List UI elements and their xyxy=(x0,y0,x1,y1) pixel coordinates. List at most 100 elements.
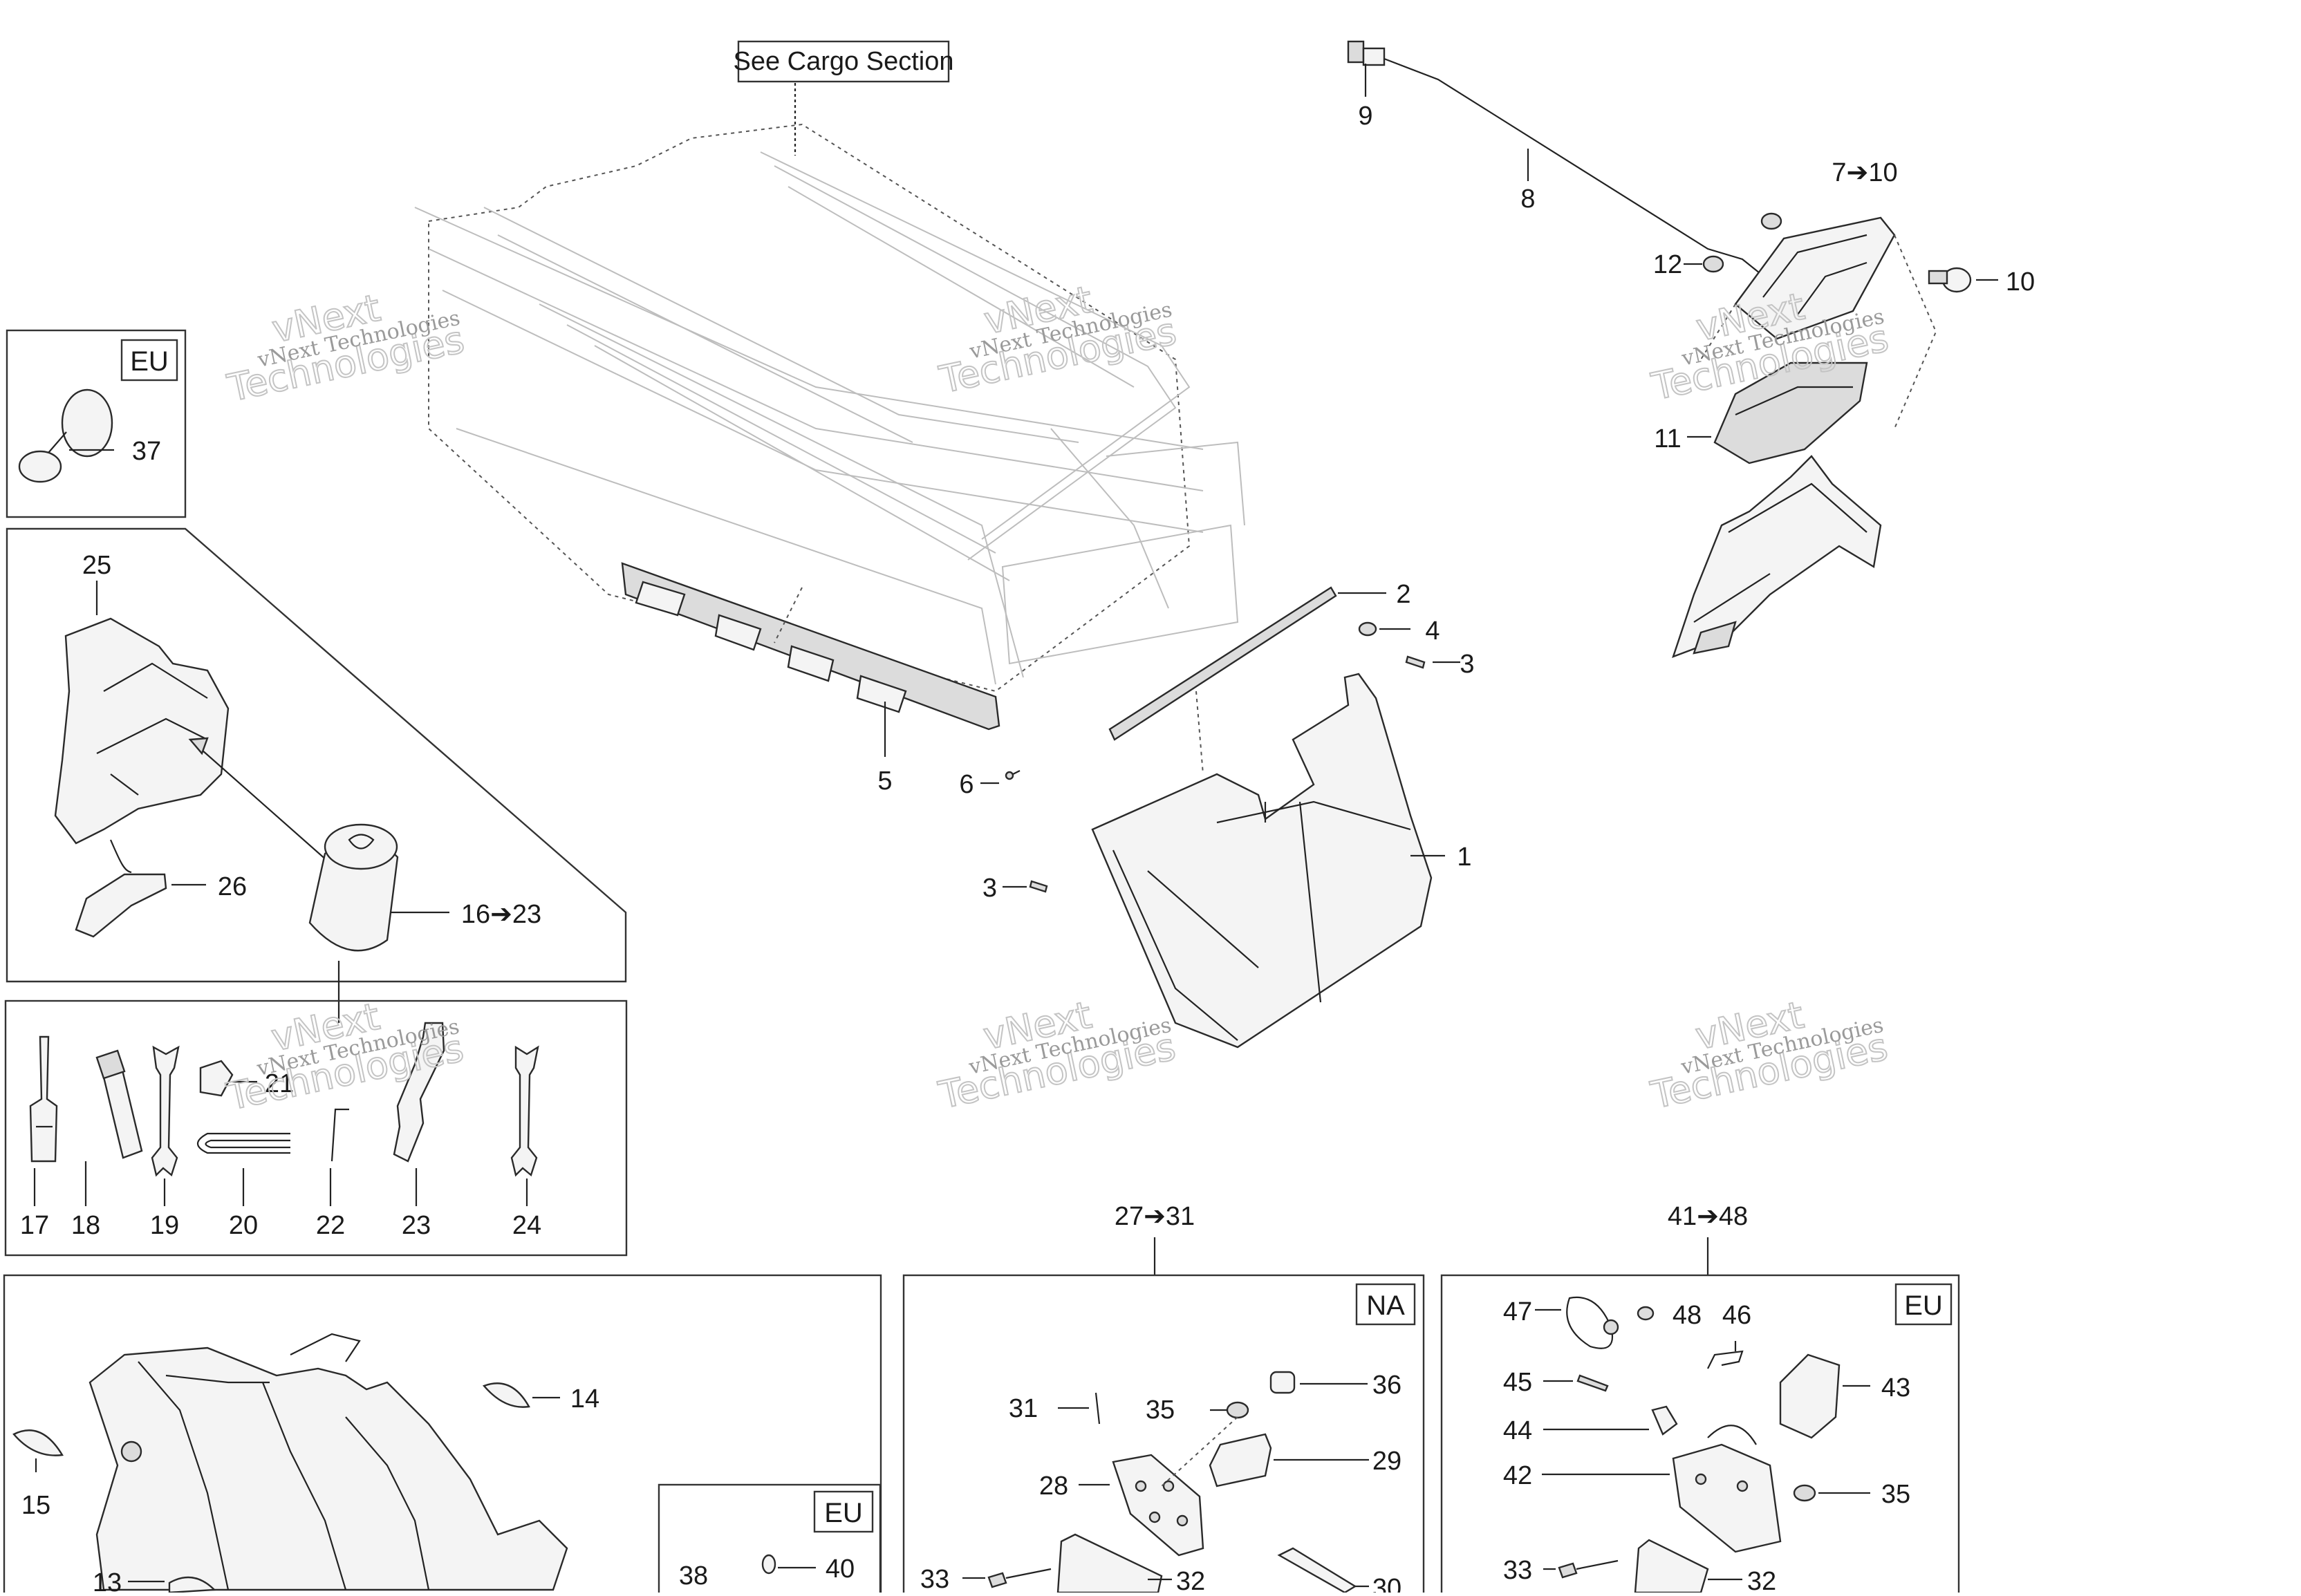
callout-12: 12 xyxy=(1653,250,1682,279)
watermark-3: vNext Technologies vNext Technologies xyxy=(1647,284,1892,410)
part-35-nut-eu xyxy=(1793,1484,1870,1502)
part-12-grommet-top xyxy=(1760,212,1782,230)
callout-36: 36 xyxy=(1372,1371,1401,1400)
eu-mirror-box: EU xyxy=(6,329,187,518)
callout-27-31: 27➔31 xyxy=(1115,1202,1195,1231)
part-32-plate-eu xyxy=(1634,1539,1742,1594)
callout-40: 40 xyxy=(826,1555,855,1584)
part-17-screwdriver xyxy=(29,1035,58,1206)
callout-3-top: 3 xyxy=(1460,650,1474,679)
part-31-pin xyxy=(1058,1392,1101,1425)
callout-30: 30 xyxy=(1372,1574,1401,1593)
part-21-clip xyxy=(199,1060,257,1097)
callout-46: 46 xyxy=(1722,1301,1751,1330)
callout-3-left: 3 xyxy=(982,874,997,903)
part-36-spacer xyxy=(1269,1371,1368,1394)
part-42-bracket xyxy=(1542,1425,1782,1553)
callout-14: 14 xyxy=(570,1384,599,1414)
part-12-grommet xyxy=(1684,255,1724,273)
part-15-reflector xyxy=(12,1429,64,1472)
part-14-reflector xyxy=(482,1382,560,1408)
part-18-spark-plug-socket xyxy=(84,1049,143,1206)
part-23-tool-hook xyxy=(393,1022,445,1206)
part-33-bolt-na xyxy=(962,1568,1052,1588)
callout-8: 8 xyxy=(1520,185,1535,214)
cargo-note-text: See Cargo Section xyxy=(734,47,954,76)
part-1-snow-flap xyxy=(1091,673,1445,1049)
callout-42: 42 xyxy=(1503,1461,1532,1490)
part-29-tab xyxy=(1209,1433,1369,1487)
part-10-bulb xyxy=(1928,267,1998,293)
callout-18: 18 xyxy=(71,1211,100,1240)
part-45-pin xyxy=(1543,1374,1609,1392)
part-24-wrench xyxy=(510,1045,539,1206)
callout-38: 38 xyxy=(679,1561,708,1590)
eu-tag-1: EU xyxy=(130,346,169,377)
part-2-strip xyxy=(1108,586,1386,775)
part-4-washer xyxy=(1358,621,1410,637)
part-20-wire xyxy=(196,1132,290,1206)
callout-28: 28 xyxy=(1039,1472,1068,1501)
callout-26: 26 xyxy=(218,872,247,901)
callout-7-10: 7➔10 xyxy=(1832,158,1897,187)
part-3-screw-top xyxy=(1405,655,1460,669)
callout-29: 29 xyxy=(1372,1447,1401,1476)
callout-19: 19 xyxy=(150,1211,179,1240)
part-46-clip xyxy=(1707,1341,1744,1369)
callout-35-eu: 35 xyxy=(1881,1480,1910,1509)
callout-48: 48 xyxy=(1673,1301,1702,1330)
part-13-reflector xyxy=(128,1576,216,1594)
part-48-screw xyxy=(1637,1306,1655,1321)
part-7-tail-light xyxy=(1700,216,1937,429)
callout-6: 6 xyxy=(959,770,974,799)
callout-43: 43 xyxy=(1881,1373,1910,1402)
callout-11: 11 xyxy=(1654,424,1681,453)
part-8-wire-harness xyxy=(1384,57,1760,274)
callout-37: 37 xyxy=(132,437,161,466)
callout-31: 31 xyxy=(1009,1394,1038,1423)
see-cargo-section-label: See Cargo Section xyxy=(734,40,954,83)
na-license-bracket-box: NA xyxy=(902,1237,1425,1596)
callout-47: 47 xyxy=(1503,1297,1532,1326)
callout-5: 5 xyxy=(877,767,892,796)
callout-24: 24 xyxy=(512,1211,541,1240)
part-35-nut-na xyxy=(1210,1401,1249,1419)
na-tag: NA xyxy=(1366,1290,1405,1321)
callout-35-na: 35 xyxy=(1146,1396,1175,1425)
watermark-4: vNext Technologies vNext Technologies xyxy=(222,994,467,1120)
callout-16-23: 16➔23 xyxy=(461,900,541,929)
eu-inset-box: EU xyxy=(658,1483,882,1596)
watermark-5: vNext Technologies vNext Technologies xyxy=(934,993,1180,1118)
part-9-connector xyxy=(1347,40,1386,97)
snowmobile-box xyxy=(3,1274,882,1596)
callout-45: 45 xyxy=(1503,1368,1532,1397)
part-11-light-housing xyxy=(1687,362,1868,464)
part-30-rod xyxy=(1277,1547,1369,1594)
eu-license-bracket-box: EU xyxy=(1440,1237,1960,1596)
watermark-1: vNext Technologies vNext Technologies xyxy=(223,285,468,411)
part-44-latch xyxy=(1543,1405,1678,1436)
callout-22: 22 xyxy=(316,1211,345,1240)
callout-17: 17 xyxy=(20,1211,49,1240)
callout-33-na: 33 xyxy=(920,1565,949,1593)
part-43-bracket xyxy=(1779,1353,1870,1439)
callout-41-48: 41➔48 xyxy=(1668,1202,1748,1231)
part-28-bracket xyxy=(1079,1416,1238,1557)
callout-1: 1 xyxy=(1457,843,1471,872)
callout-23: 23 xyxy=(402,1211,431,1240)
part-47-lanyard xyxy=(1535,1296,1619,1349)
callout-33-eu: 33 xyxy=(1503,1556,1532,1585)
watermark-6: vNext Technologies vNext Technologies xyxy=(1646,993,1892,1118)
callout-15: 15 xyxy=(21,1491,50,1520)
part-19-wrench xyxy=(151,1045,180,1206)
callout-25: 25 xyxy=(82,551,111,580)
part-22-hex-key xyxy=(329,1108,349,1206)
part-26-strap xyxy=(75,873,206,938)
callout-20: 20 xyxy=(229,1211,258,1240)
callout-10: 10 xyxy=(2006,267,2035,297)
eu-tag-3: EU xyxy=(1904,1290,1943,1321)
part-3-screw-left xyxy=(1003,880,1048,893)
callout-21: 21 xyxy=(265,1069,294,1098)
